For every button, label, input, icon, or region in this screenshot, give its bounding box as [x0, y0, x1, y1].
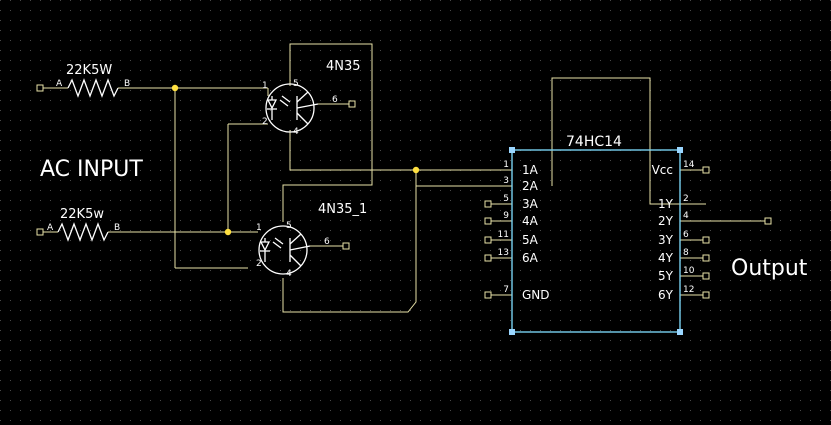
ic-pin-name: 5Y: [658, 269, 674, 283]
ic-pin-name: 1A: [522, 163, 539, 177]
selection-handle[interactable]: [677, 329, 683, 335]
ic-pin-number: 6: [683, 230, 689, 240]
pin-number: 4: [286, 269, 292, 279]
selection-handle[interactable]: [509, 329, 515, 335]
ic-pin-number: 13: [498, 248, 509, 258]
optocoupler-label: 4N35_1: [318, 202, 367, 217]
ic-pin-number: 2: [683, 194, 689, 204]
pin-number: 1: [262, 81, 268, 91]
ic-pin-number: 11: [498, 230, 509, 240]
ic-pin-name: 5A: [522, 233, 539, 247]
optocoupler-u1[interactable]: 4N35 1 2 5 4 6: [262, 59, 361, 137]
selection-handle[interactable]: [509, 147, 515, 153]
ic-pin-number: 1: [503, 160, 509, 170]
resistor-pin-b: B: [114, 223, 120, 233]
ic-pin-number: 10: [683, 266, 695, 276]
ic-pins: 1 1A 3 2A 5 3A 9 4A 11 5A 13 6A 7 GND 14 Vcc 2 1Y 4 2Y 6 3Y 84…: [498, 160, 695, 302]
ic-label: 74HC14: [566, 134, 622, 150]
resistor-pin-a: A: [47, 223, 54, 233]
selection-handle[interactable]: [677, 147, 683, 153]
pin-number: 5: [286, 221, 292, 231]
ic-pin-name: 1Y: [658, 197, 674, 211]
ic-pin-name: 2A: [522, 179, 539, 193]
ac-input-label: AC INPUT: [40, 157, 143, 182]
pin-number: 6: [332, 95, 338, 105]
ic-pin-number: 8: [683, 248, 689, 258]
light-arrow-icon: [272, 241, 282, 249]
ic-pin-name: 6A: [522, 251, 539, 265]
optocoupler-u2[interactable]: 4N35_1 1 2 5 4 6: [256, 202, 367, 279]
ic-pin-number: 5: [503, 194, 509, 204]
ic-pin-number: 9: [503, 211, 509, 221]
pin-number: 6: [324, 237, 330, 247]
junction-dot: [171, 84, 179, 92]
resistor-label: 22K5w: [60, 207, 104, 222]
ic-pin-name: 3A: [522, 197, 539, 211]
optocoupler-body: [258, 225, 308, 275]
wires: [40, 43, 768, 313]
ic-pin-name: GND: [522, 288, 550, 302]
ic-pin-number: 12: [683, 285, 694, 295]
pin-number: 2: [262, 117, 268, 127]
resistor-r2[interactable]: 22K5w A B: [47, 207, 120, 242]
ic-pin-number: 7: [503, 285, 509, 295]
pin-number: 5: [293, 79, 299, 89]
resistor-r1[interactable]: 22K5W A B: [56, 63, 130, 98]
junction-dot: [412, 166, 420, 174]
ic-body: [511, 149, 681, 333]
ic-pin-number: 14: [683, 160, 695, 170]
ic-pin-name: Vcc: [652, 163, 673, 177]
ic-pin-name: 2Y: [658, 214, 674, 228]
resistor-pin-a: A: [56, 79, 63, 89]
ic-pin-name: 4A: [522, 214, 539, 228]
ic-pin-number: 3: [503, 176, 509, 186]
pin-number: 1: [256, 223, 262, 233]
junction-dot: [224, 228, 232, 236]
output-label: Output: [731, 256, 808, 281]
pin-number: 4: [293, 127, 299, 137]
light-arrow-icon: [279, 99, 289, 107]
optocoupler-body: [265, 83, 315, 133]
terminals: [36, 84, 772, 299]
resistor-symbol: [67, 78, 119, 98]
resistor-pin-b: B: [124, 79, 130, 89]
resistor-label: 22K5W: [66, 63, 112, 78]
optocoupler-label: 4N35: [326, 59, 361, 74]
pin-number: 2: [256, 259, 262, 269]
ic-74hc14[interactable]: 74HC14 1 1A 3 2A 5 3A 9 4A 11 5A 13 6A 7 GND 14 Vcc 2 1Y 4…: [498, 134, 695, 335]
ic-pin-name: 4Y: [658, 251, 674, 265]
ic-pin-name: 3Y: [658, 233, 674, 247]
ic-pin-name: 6Y: [658, 288, 674, 302]
resistor-symbol: [57, 222, 109, 242]
ic-pin-number: 4: [683, 211, 689, 221]
